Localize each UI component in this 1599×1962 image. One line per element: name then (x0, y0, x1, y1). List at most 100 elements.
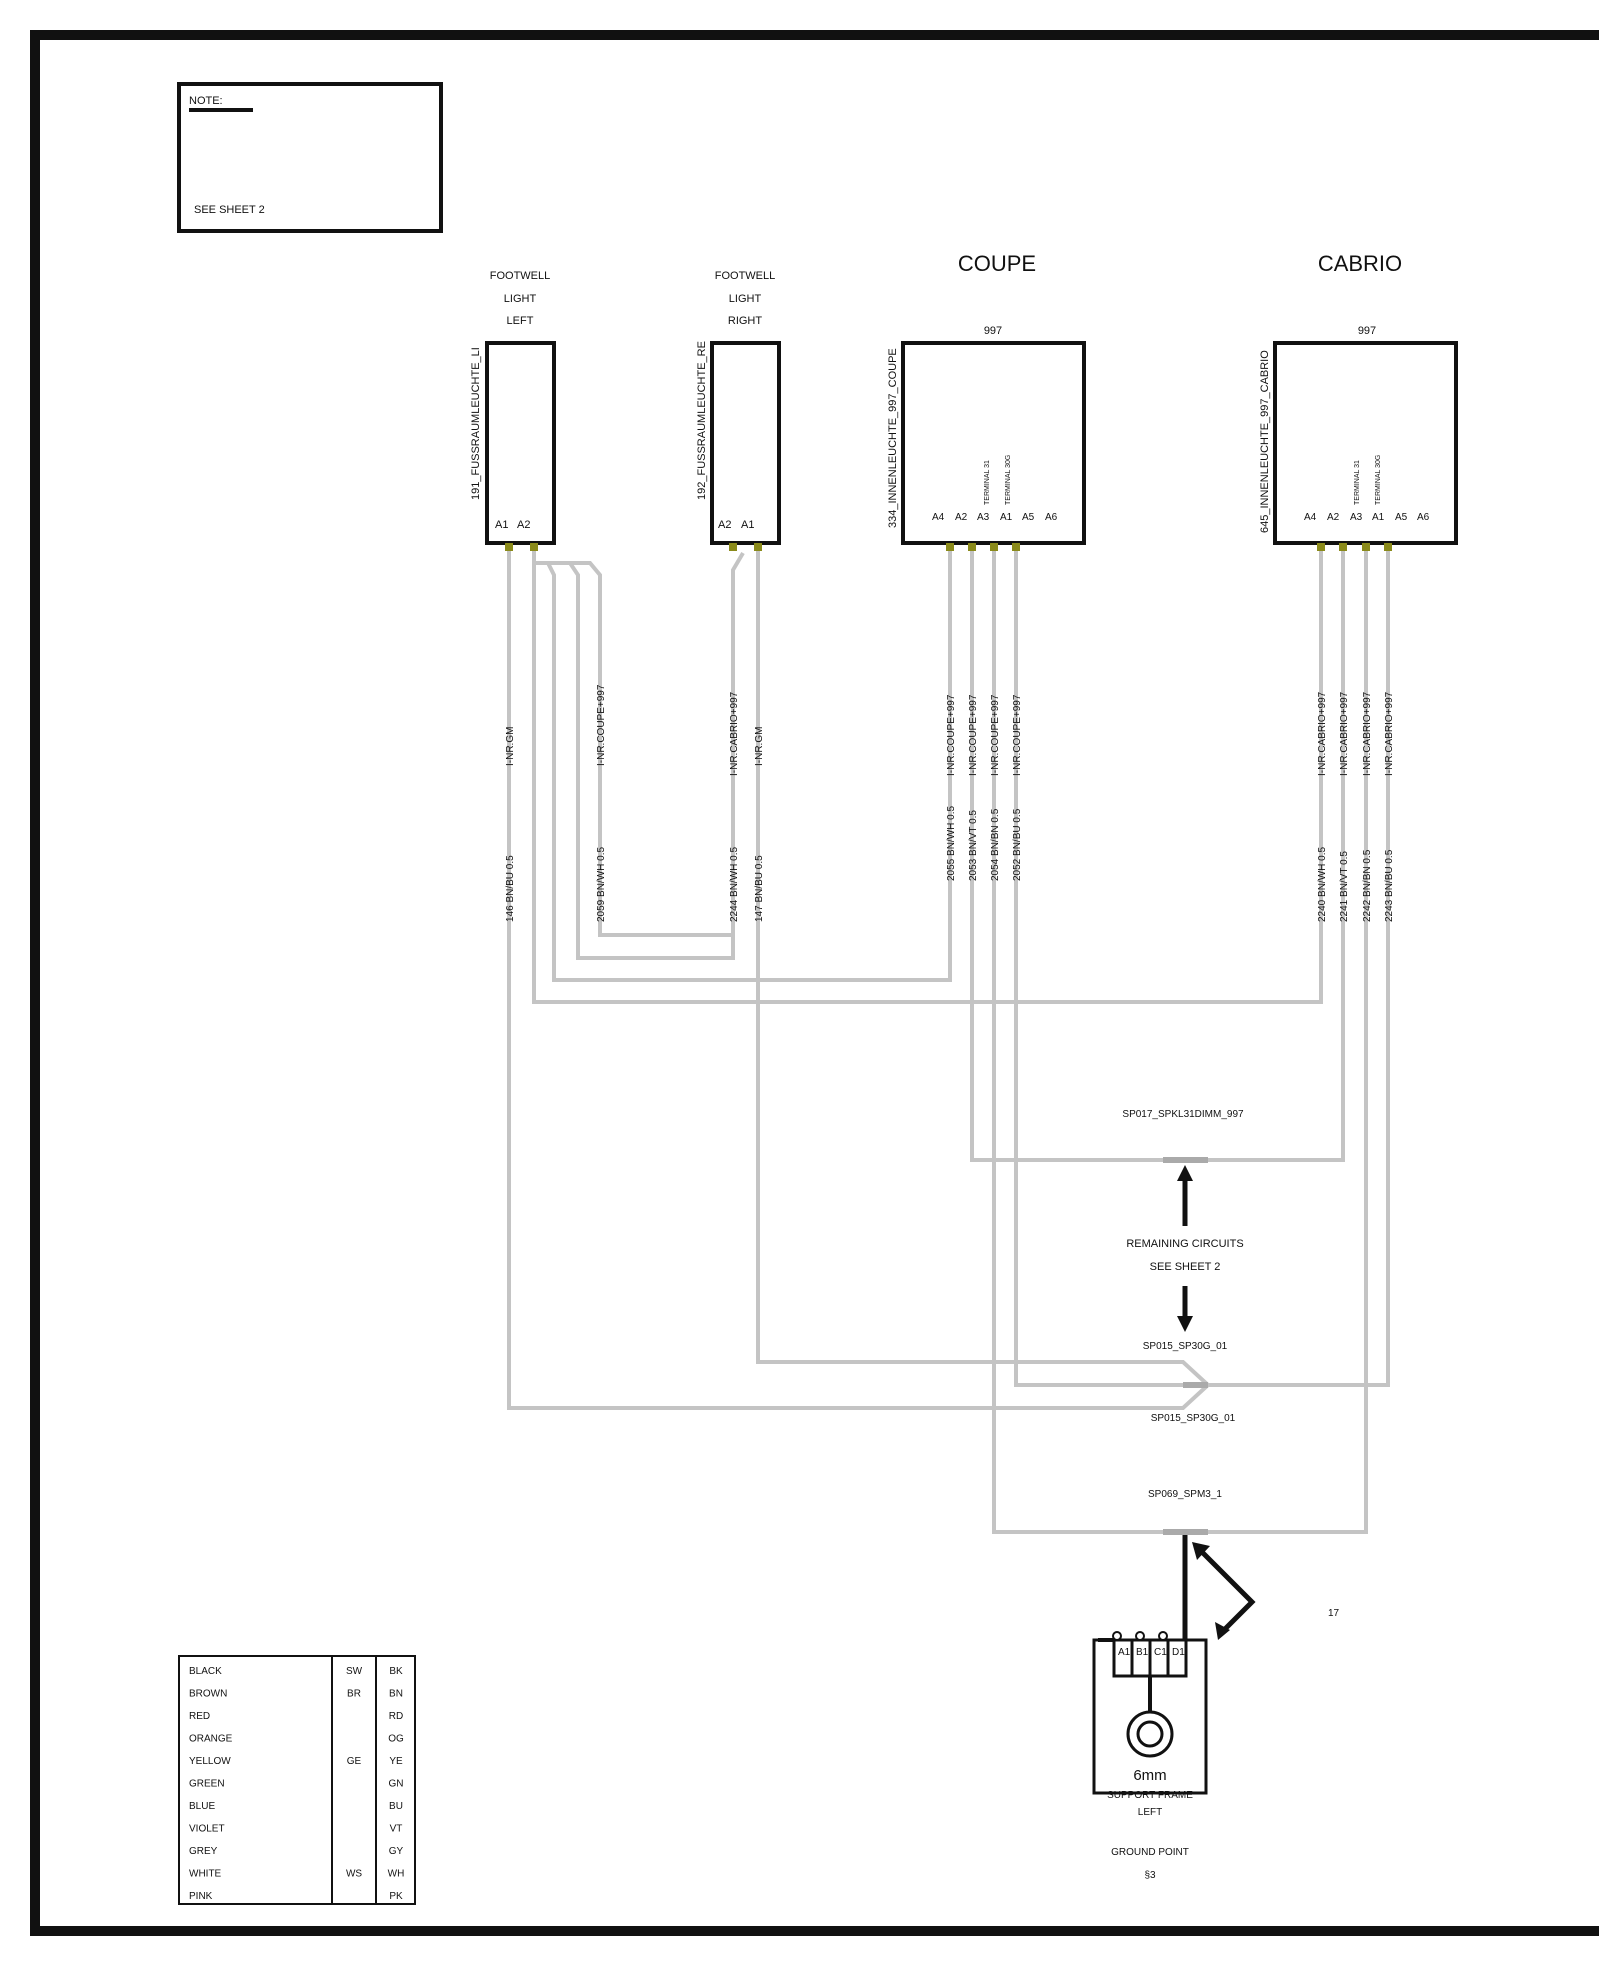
legend-color-name: PINK (189, 1891, 213, 1902)
legend-german-code: SW (346, 1666, 363, 1677)
wire-harness-label: I-NR.CABRIO+997 (1339, 691, 1350, 776)
svg-text:LEFT: LEFT (507, 315, 534, 327)
coupe-group-title: COUPE (958, 251, 1036, 276)
connector-cabrio-light: 997 645_INNENLEUCHTE_997_CABRIO TERMINAL… (1259, 325, 1458, 551)
legend-color-name: GREEN (189, 1779, 225, 1790)
svg-text:A2: A2 (718, 519, 731, 531)
svg-text:SP069_SPM3_1: SP069_SPM3_1 (1148, 1489, 1222, 1500)
svg-text:FOOTWELL: FOOTWELL (715, 270, 776, 282)
wire-146 (507, 546, 1210, 1410)
legend-color-code: PK (389, 1891, 403, 1902)
svg-text:997: 997 (1358, 325, 1376, 337)
legend-color-code: BU (389, 1801, 403, 1812)
svg-text:D1: D1 (1172, 1647, 1185, 1658)
wire-2240 (532, 546, 1323, 1004)
wire-harness-label: I-NR.GM (754, 727, 765, 766)
svg-text:A4: A4 (1304, 512, 1317, 523)
wire-code-label: 146 BN/BU 0.5 (505, 855, 516, 922)
legend-color-code: RD (389, 1711, 403, 1722)
svg-text:TERMINAL 30G: TERMINAL 30G (1005, 455, 1012, 505)
svg-text:A2: A2 (1327, 512, 1340, 523)
svg-text:A2: A2 (955, 512, 968, 523)
wire-harness-label: I-NR.CABRIO+997 (1362, 691, 1373, 776)
wire-code-label: 2242 BN/BN 0.5 (1362, 849, 1373, 922)
wire-code-label: 2059 BN/WH 0.5 (596, 847, 607, 922)
svg-text:TERMINAL 31: TERMINAL 31 (984, 460, 991, 505)
svg-text:A3: A3 (977, 512, 990, 523)
wire-2052 (1014, 546, 1390, 1387)
svg-text:LIGHT: LIGHT (729, 293, 762, 305)
remaining-circuits-note: REMAINING CIRCUITS SEE SHEET 2 (1126, 1238, 1244, 1332)
svg-text:TERMINAL 31: TERMINAL 31 (1354, 460, 1361, 505)
wire-harness-label: I-NR.COUPE+997 (596, 684, 607, 766)
wire-code-label: 2240 BN/WH 0.5 (1317, 847, 1328, 922)
svg-text:A5: A5 (1395, 512, 1408, 523)
wire-code-label: 2052 BN/BU 0.5 (1012, 808, 1023, 881)
legend-color-name: BLUE (189, 1801, 215, 1812)
wire-code-label: 147 BN/BU 0.5 (754, 855, 765, 922)
splice-sp015: SP015_SP30G_01 SP015_SP30G_01 (1143, 1341, 1236, 1424)
wire-147 (756, 546, 1210, 1387)
svg-text:LEFT: LEFT (1138, 1807, 1162, 1818)
legend-color-name: RED (189, 1711, 210, 1722)
connector-coupe-light: 997 334_INNENLEUCHTE_997_COUPE TERMINAL … (887, 325, 1086, 551)
ground-label: GROUND POINT (1111, 1847, 1189, 1858)
svg-text:A1: A1 (495, 519, 508, 531)
splice-sp069: SP069_SPM3_1 (1148, 1489, 1222, 1640)
wire-harness-label: I-NR.GM (505, 727, 516, 766)
svg-text:997: 997 (984, 325, 1002, 337)
svg-text:A6: A6 (1417, 512, 1430, 523)
connector-footwell-left: FOOTWELL LIGHT LEFT 191_FUSSRAUMLEUCHTE_… (470, 270, 556, 551)
legend-color-name: WHITE (189, 1869, 222, 1880)
legend-color-code: GN (389, 1779, 404, 1790)
note-text: SEE SHEET 2 (194, 204, 265, 216)
svg-text:A2: A2 (517, 519, 530, 531)
svg-text:SP015_SP30G_01: SP015_SP30G_01 (1151, 1413, 1236, 1424)
legend-color-name: VIOLET (189, 1824, 225, 1835)
wire-harness-label: I-NR.COUPE+997 (1012, 694, 1023, 776)
wire-labels: 146 BN/BU 0.5 I-NR.GM 2059 BN/WH 0.5 I-N… (505, 684, 1395, 922)
svg-text:A1: A1 (1118, 1647, 1131, 1658)
svg-text:SUPPORT FRAME: SUPPORT FRAME (1107, 1790, 1193, 1801)
wire-harness-label: I-NR.COUPE+997 (946, 694, 957, 776)
connector-id: 645_INNENLEUCHTE_997_CABRIO (1259, 350, 1271, 533)
connector-id: 192_FUSSRAUMLEUCHTE_RE (696, 341, 708, 500)
svg-text:FOOTWELL: FOOTWELL (490, 270, 551, 282)
legend-color-code: YE (389, 1756, 403, 1767)
svg-text:SP017_SPKL31DIMM_997: SP017_SPKL31DIMM_997 (1122, 1109, 1244, 1120)
wire-harness-label: I-NR.CABRIO+997 (729, 691, 740, 776)
wire-code-label: 2053 BN/VT 0.5 (968, 810, 979, 881)
connector-id: 191_FUSSRAUMLEUCHTE_LI (470, 347, 482, 500)
svg-text:TERMINAL 30G: TERMINAL 30G (1375, 455, 1382, 505)
legend-color-code: BK (389, 1666, 403, 1677)
legend-color-name: GREY (189, 1846, 218, 1857)
wire-harness-label: I-NR.COUPE+997 (968, 694, 979, 776)
ground-number: 17 (1328, 1608, 1340, 1619)
legend-color-code: BN (389, 1689, 403, 1700)
legend-color-name: BROWN (189, 1689, 227, 1700)
legend-color-name: YELLOW (189, 1756, 231, 1767)
svg-text:A4: A4 (932, 512, 945, 523)
svg-text:A1: A1 (1000, 512, 1013, 523)
note-box: NOTE: SEE SHEET 2 (177, 82, 443, 233)
legend-color-code: OG (388, 1734, 404, 1745)
legend-color-name: ORANGE (189, 1734, 233, 1745)
legend-color-name: BLACK (189, 1666, 222, 1677)
svg-text:A1: A1 (1372, 512, 1385, 523)
svg-text:A5: A5 (1022, 512, 1035, 523)
legend-german-code: BR (347, 1689, 361, 1700)
ground-ref: §3 (1144, 1870, 1156, 1881)
svg-text:6mm: 6mm (1133, 1767, 1166, 1784)
connector-id: 334_INNENLEUCHTE_997_COUPE (887, 348, 899, 528)
wire-code-label: 2241 BN/VT 0.5 (1339, 851, 1350, 922)
wire-code-label: 2055 BN/WH 0.5 (946, 806, 957, 881)
svg-text:RIGHT: RIGHT (728, 315, 763, 327)
connector-footwell-right: FOOTWELL LIGHT RIGHT 192_FUSSRAUMLEUCHTE… (696, 270, 781, 551)
wire-harness-label: I-NR.CABRIO+997 (1317, 691, 1328, 776)
wire-2055 (534, 546, 952, 982)
wire-code-label: 2054 BN/BN 0.5 (990, 808, 1001, 881)
wire-2059 (534, 551, 745, 937)
svg-text:SEE SHEET 2: SEE SHEET 2 (1150, 1261, 1221, 1273)
